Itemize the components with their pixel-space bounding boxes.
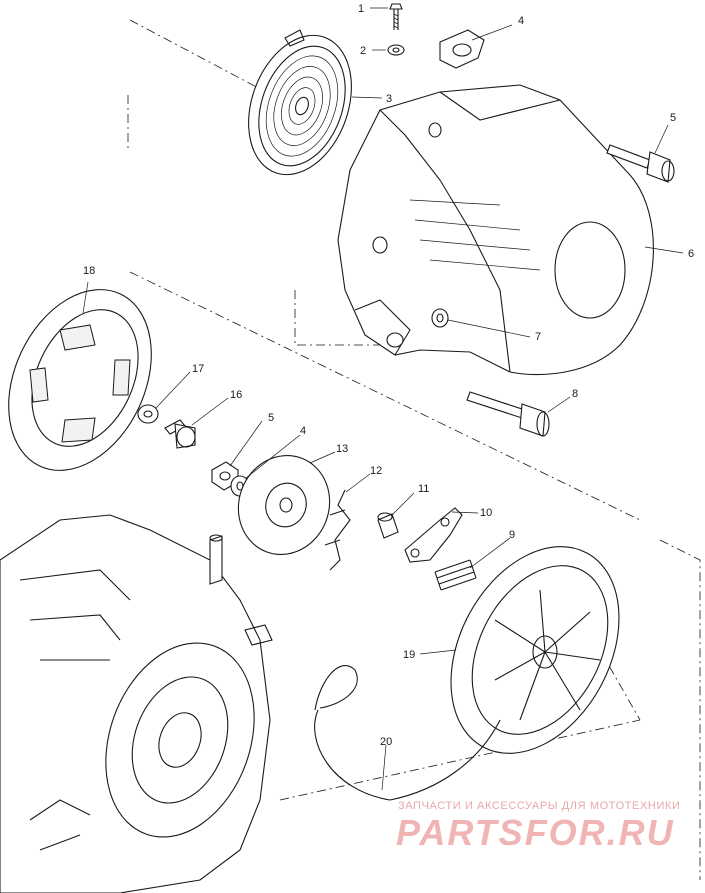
- part-10-ratchet: [404, 507, 463, 563]
- callout-5: 5: [670, 112, 676, 124]
- part-16-flange-bolt: [164, 419, 196, 449]
- part-8-bolt: [466, 391, 550, 437]
- callout-9: 9: [509, 529, 515, 541]
- part-9-spring: [434, 559, 477, 591]
- callout-8: 8: [572, 388, 578, 400]
- callout-18: 18: [83, 265, 95, 277]
- part-5-long-bolt: [606, 144, 675, 183]
- part-1-bolt: [389, 3, 403, 30]
- callout-6: 6: [688, 248, 694, 260]
- part-11-pin: [377, 512, 399, 539]
- part-6-starter-housing: [337, 84, 654, 376]
- callout-2: 2: [360, 45, 366, 57]
- callout-7: 7: [535, 331, 541, 343]
- part-17-washer: [137, 404, 159, 424]
- callout-4: 4: [518, 15, 524, 27]
- part-4-flange-plate: [439, 29, 485, 69]
- part-18-starter-cup: [8, 289, 152, 471]
- callout-17: 17: [192, 363, 204, 375]
- part-7-grommet: [431, 308, 449, 328]
- callout-14: 4: [300, 425, 306, 437]
- part-2-washer: [387, 44, 405, 56]
- callout-13: 13: [336, 443, 348, 455]
- callout-19: 19: [403, 649, 415, 661]
- callout-15: 5: [268, 412, 274, 424]
- engine-crankcase: [0, 514, 273, 893]
- callout-11: 11: [418, 483, 429, 495]
- callout-1: 1: [358, 3, 364, 15]
- leader-lines: [82, 7, 684, 791]
- watermark-logo: PARTSFOR.RU: [396, 812, 675, 853]
- part-3-recoil-spring: [248, 29, 352, 176]
- part-13-drive-plate: [237, 455, 331, 555]
- part-19-reel: [450, 546, 620, 754]
- callout-16: 16: [230, 389, 242, 401]
- callout-12: 12: [370, 465, 382, 477]
- callout-10: 10: [480, 507, 492, 519]
- watermark-tagline: ЗАПЧАСТИ И АКСЕССУАРЫ ДЛЯ МОТОТЕХНИКИ: [398, 800, 681, 812]
- part-20-rope: [314, 664, 501, 801]
- callout-numbers: 1 2 3 4 5 6 7 8 9 10 11 12 13 4 5 16 17 …: [83, 3, 694, 748]
- callout-20: 20: [380, 736, 392, 748]
- callout-3: 3: [386, 93, 392, 105]
- part-12-friction-spring: [324, 489, 351, 571]
